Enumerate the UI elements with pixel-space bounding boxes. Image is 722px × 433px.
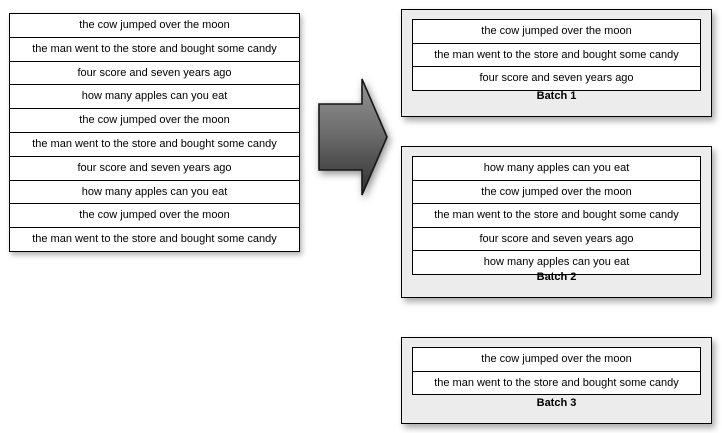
batch-row: the man went to the store and bought som… [413, 44, 700, 67]
source-row: four score and seven years ago [10, 62, 299, 86]
source-row: how many apples can you eat [10, 181, 299, 205]
batch-row: the cow jumped over the moon [413, 348, 700, 372]
batch-row: the man went to the store and bought som… [413, 204, 700, 228]
batch-row: the man went to the store and bought som… [413, 372, 700, 395]
right-block-arrow-icon [316, 77, 390, 197]
batch-2-record-table: how many apples can you eat the cow jump… [412, 156, 701, 275]
batch-2-label: Batch 2 [536, 271, 577, 283]
batch-row: the cow jumped over the moon [413, 181, 700, 204]
source-row: the cow jumped over the moon [10, 109, 299, 133]
source-row: the man went to the store and bought som… [10, 133, 299, 157]
batch-3-label: Batch 3 [536, 397, 577, 409]
source-row: the cow jumped over the moon [10, 14, 299, 38]
source-row: four score and seven years ago [10, 157, 299, 181]
batch-1-label: Batch 1 [536, 90, 577, 102]
batch-row: four score and seven years ago [413, 228, 700, 251]
batch-row: the cow jumped over the moon [413, 20, 700, 44]
source-row: the man went to the store and bought som… [10, 38, 299, 62]
batch-row: how many apples can you eat [413, 157, 700, 181]
batch-row: how many apples can you eat [413, 251, 700, 275]
batch-panel-1: the cow jumped over the moon the man wen… [401, 9, 712, 117]
batch-panel-2: how many apples can you eat the cow jump… [401, 146, 712, 298]
batch-3-record-table: the cow jumped over the moon the man wen… [412, 347, 701, 395]
source-row: the man went to the store and bought som… [10, 228, 299, 252]
batch-row: four score and seven years ago [413, 67, 700, 91]
batch-1-record-table: the cow jumped over the moon the man wen… [412, 19, 701, 91]
source-record-table: the cow jumped over the moon the man wen… [9, 13, 300, 252]
batch-panel-3: the cow jumped over the moon the man wen… [401, 337, 712, 424]
source-row: how many apples can you eat [10, 85, 299, 110]
source-row: the cow jumped over the moon [10, 204, 299, 229]
